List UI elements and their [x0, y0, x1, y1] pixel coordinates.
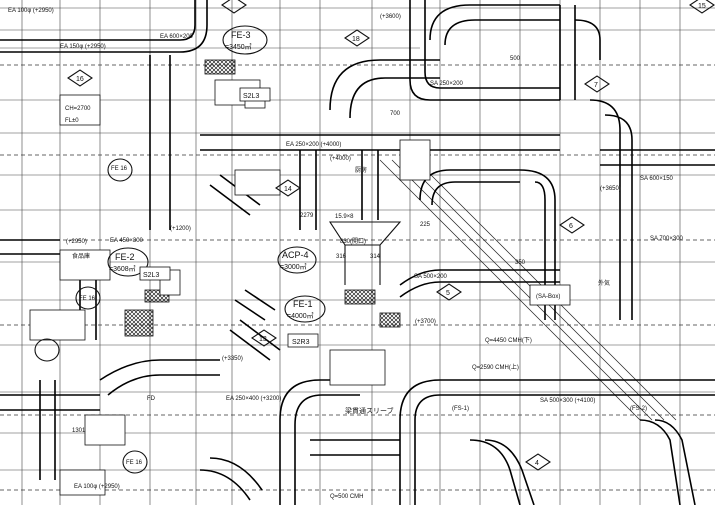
label-marker-4: 4 [535, 460, 539, 467]
label-2950: (+2950) [66, 239, 87, 245]
label-dim-700: 700 [390, 111, 401, 117]
label-q4450: Q=4450 CMH(下) [485, 337, 532, 344]
label-ea-450x300: EA 450×300 [110, 238, 144, 244]
label-q2590: Q=2590 CMH(上) [472, 363, 519, 371]
marker-15 [689, 0, 715, 14]
marker-4 [525, 453, 551, 471]
label-fe2: FE-2 [115, 252, 135, 262]
label-marker-6: 6 [569, 223, 573, 230]
marker-6 [559, 216, 585, 234]
callout-acp4 [277, 246, 317, 274]
label-3600: (+3600) [380, 14, 401, 20]
label-fe16-a: FE 16 [111, 166, 128, 172]
label-dim-350: 350 [515, 260, 526, 266]
label-1301: 1301 [72, 428, 86, 434]
label-ea-250x400: EA 250×400 (+3200) [226, 396, 281, 402]
marker-5 [436, 283, 462, 301]
label-fe2-flow: =3608㎥ [109, 264, 136, 273]
callout-bubbles [34, 25, 326, 474]
label-marker-5: 5 [446, 290, 450, 297]
label-3700: (+3700) [415, 319, 436, 325]
label-s2r3: S2R3 [292, 339, 310, 346]
callout-s2r3-left [34, 338, 60, 362]
callout-fe1 [284, 295, 326, 323]
label-fe1: FE-1 [293, 299, 313, 309]
label-fl-0-a: FL±0 [65, 118, 79, 124]
callout-fe3 [222, 25, 268, 55]
label-3350: (+3350) [222, 356, 243, 362]
label-4000: (+4000) [330, 156, 351, 162]
marker-7 [584, 75, 610, 93]
label-225: 225 [420, 222, 431, 228]
label-fe1-flow: =4000㎥ [287, 311, 314, 320]
marker-18 [344, 29, 370, 47]
label-sa-700x300: SA 700×300 [650, 236, 684, 242]
section-markers [67, 0, 715, 471]
label-marker-15: 15 [698, 3, 706, 10]
label-ea-100: EA 100φ (+2950) [8, 8, 54, 14]
label-marker-16: 16 [76, 76, 84, 83]
label-ea-600x200: EA 600×200 [160, 34, 194, 40]
label-acp4: ACP-4 [282, 250, 309, 260]
fan-fe3-hatch [204, 59, 236, 75]
callout-fe2 [107, 247, 149, 277]
tag-s2l3-top [239, 87, 271, 102]
text-labels: FE-3 =3450㎥ FE-2 =3608㎥ FE-1 =4000㎥ ACP-… [8, 3, 706, 500]
label-316: 316 [336, 254, 347, 260]
label-beam-sleeve: 梁貫通スリーブ [345, 406, 394, 415]
label-marker-18: 18 [352, 36, 360, 43]
callout-fe16-c [122, 450, 148, 474]
label-marker-13: 13 [259, 336, 267, 343]
label-fe3-flow: =3450㎥ [225, 42, 252, 51]
label-15-9x8: 15.9×8 [335, 214, 354, 220]
label-sa-500x300: SA 500×300 (+4100) [540, 398, 595, 404]
fan-fe1-hatch [344, 289, 376, 305]
marker-13 [251, 329, 277, 347]
label-s2l3-left: S2L3 [143, 272, 159, 279]
marker-14 [275, 179, 301, 197]
label-2279: 2279 [300, 213, 314, 219]
equipment [29, 59, 571, 496]
label-830: 830(開口) [340, 238, 366, 245]
tag-s2r3 [287, 333, 319, 348]
callout-fe16-b [75, 286, 101, 310]
label-ea-150: EA 150φ (+2950) [60, 44, 106, 50]
label-sa-600x150: SA 600×150 [640, 176, 674, 182]
label-sa-box: (SA-Box) [536, 294, 560, 300]
label-ea-250x200: EA 250×200 (+4000) [286, 142, 341, 148]
label-fe16-b: FE 16 [79, 296, 96, 302]
label-dim-500: 500 [510, 56, 521, 62]
fan-fe2-hatch [124, 309, 154, 337]
label-ch-2700: CH=2700 [65, 106, 91, 112]
label-acp4-flow: =3000㎥ [280, 262, 307, 271]
label-fd: FD [147, 396, 156, 402]
label-kitchen: 厨房 [355, 166, 367, 174]
label-1200: (+1200) [170, 226, 191, 232]
label-fs1: (FS-1) [452, 406, 469, 412]
label-marker-14: 14 [284, 186, 292, 193]
label-sa-500x200: SA 500×200 [414, 274, 448, 280]
tag-s2l3-left [139, 266, 171, 281]
label-314: 314 [370, 254, 381, 260]
marker-16 [67, 69, 93, 87]
label-fe16-c: FE 16 [126, 460, 143, 466]
label-s2l3-top: S2L3 [243, 93, 259, 100]
label-sa-250x200: SA 250×200 [430, 81, 464, 87]
label-q500: Q=500 CMH [330, 494, 364, 500]
label-food-storage: 食品庫 [72, 252, 90, 260]
label-fe3: FE-3 [231, 30, 251, 40]
label-fs2: (FS-2) [630, 406, 647, 412]
label-3650: (+3650) [600, 186, 621, 192]
label-oa-note: 外気 [598, 279, 610, 287]
callout-fe16-a [107, 158, 133, 182]
label-marker-7: 7 [594, 82, 598, 89]
label-ea-bottom: EA 100φ (+2950) [74, 484, 120, 490]
